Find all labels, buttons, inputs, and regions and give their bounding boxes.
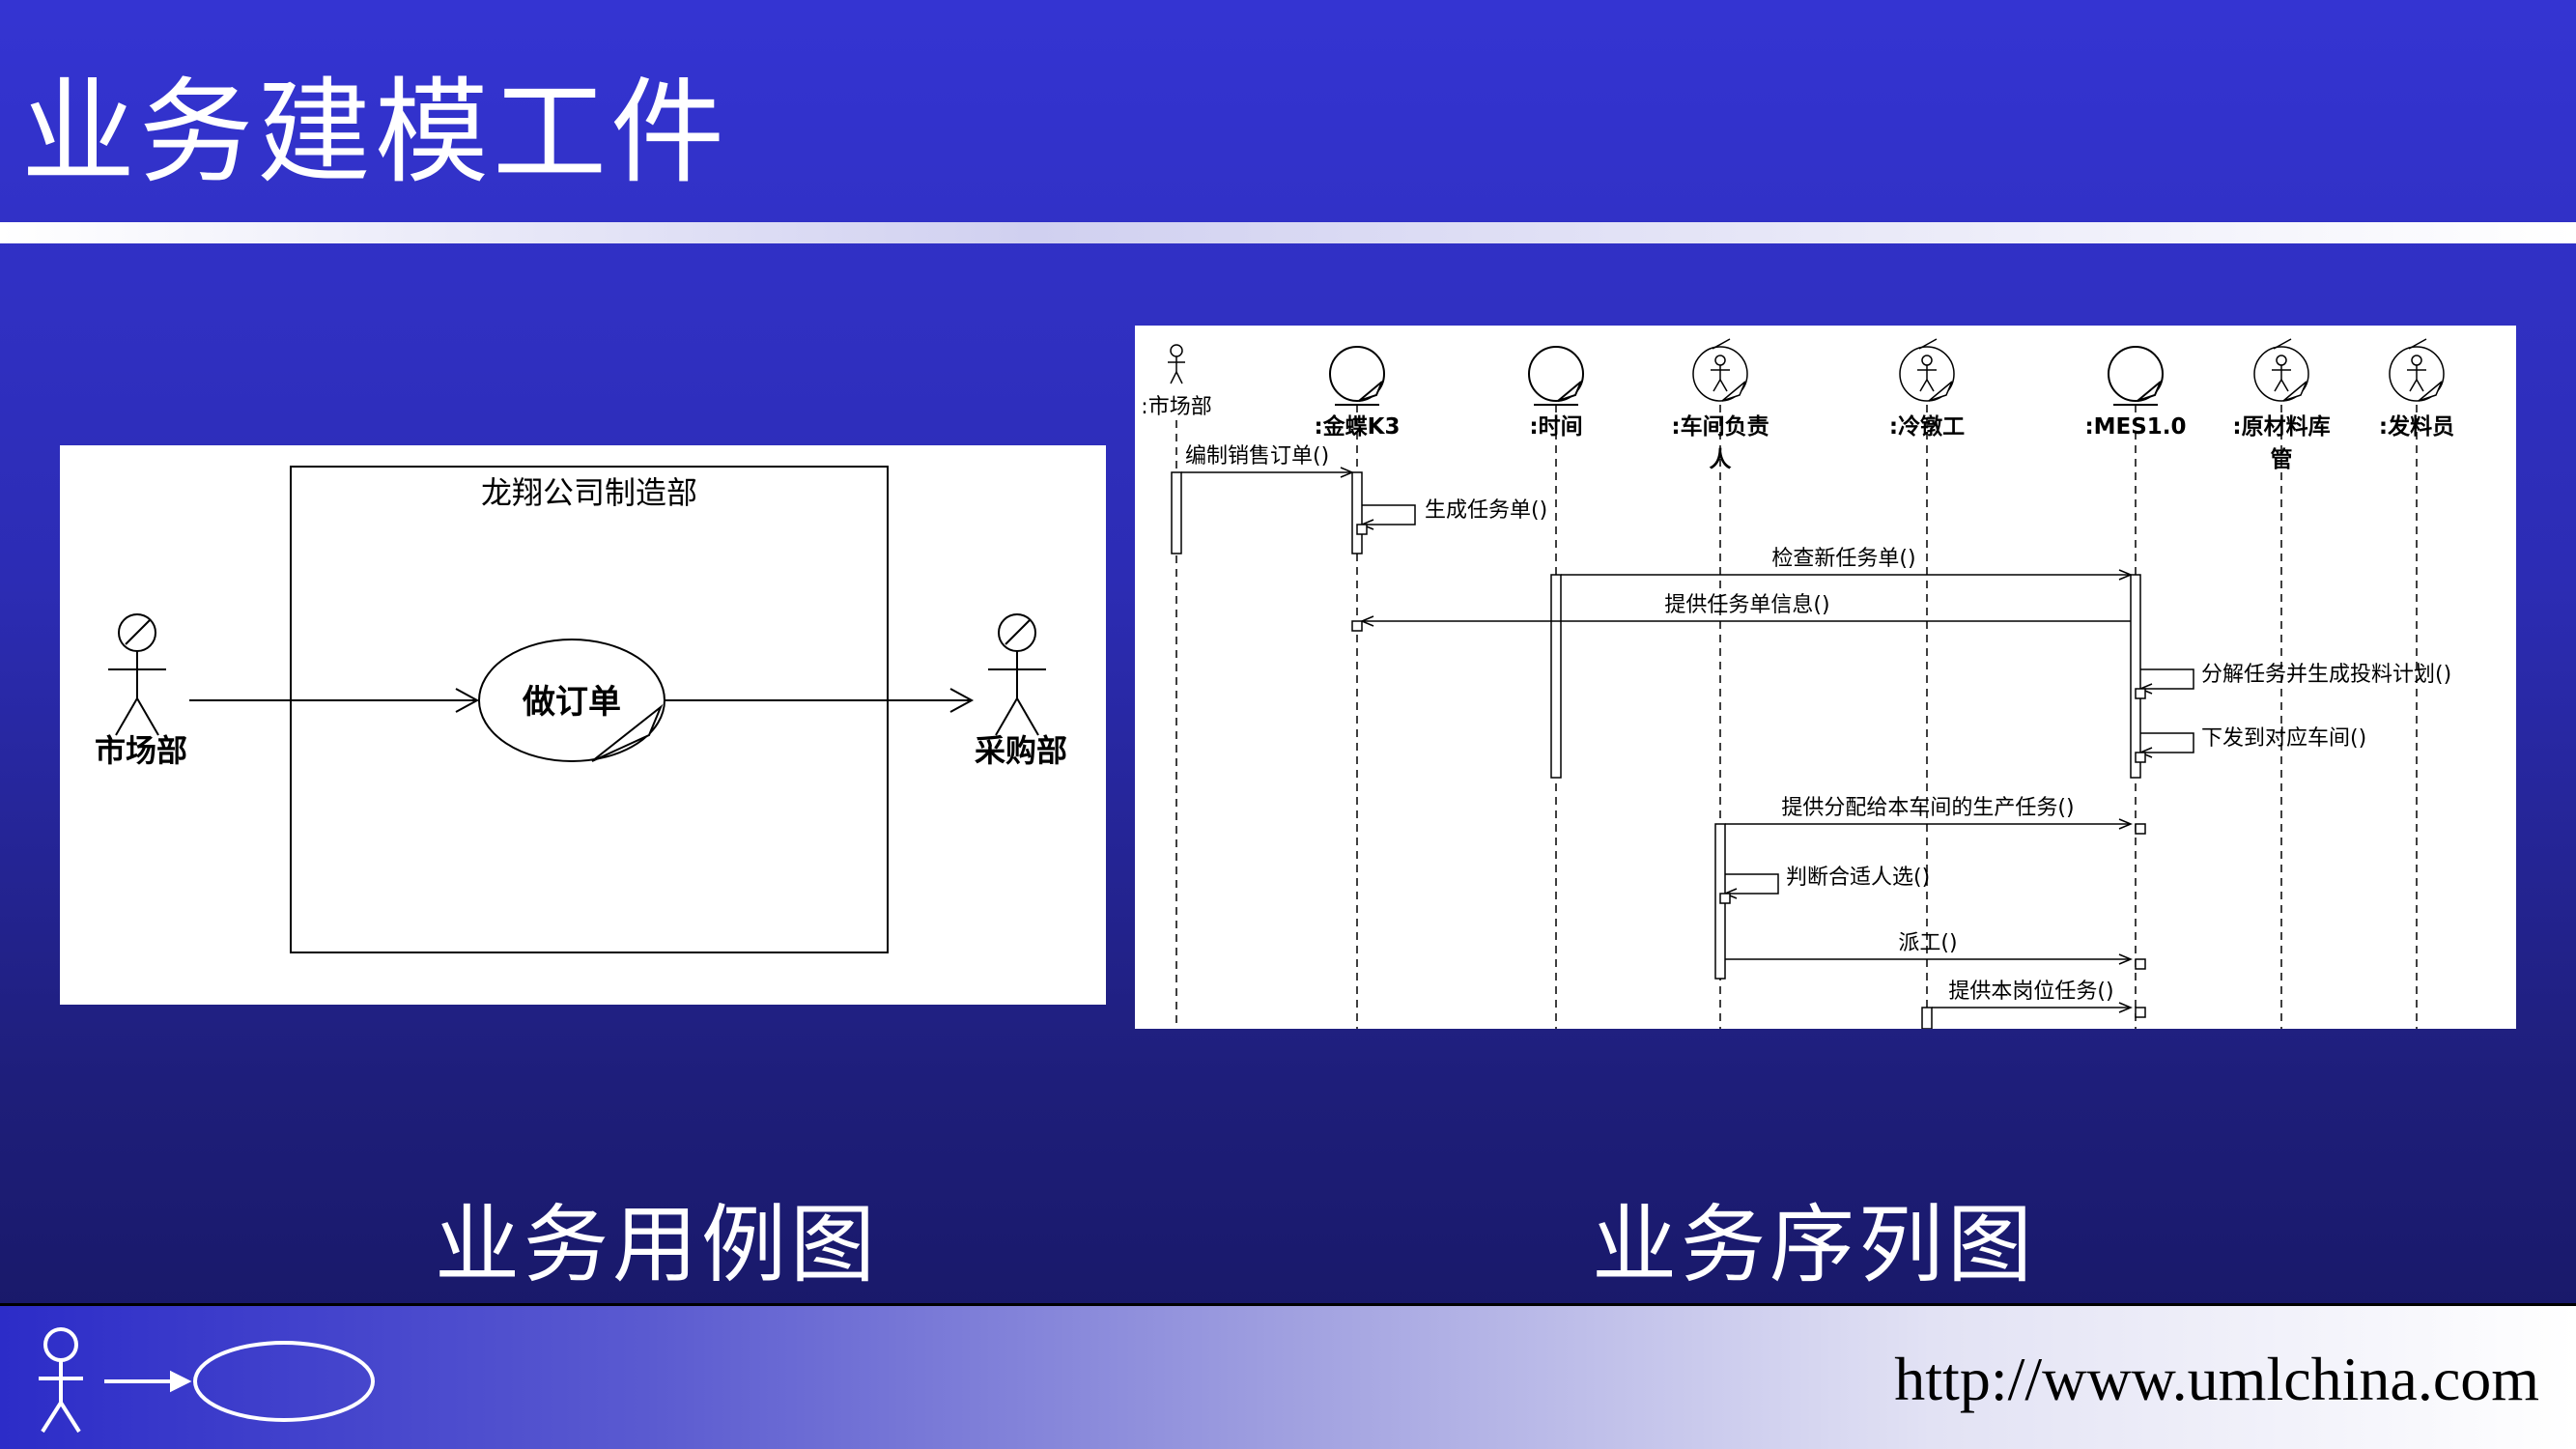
use-case-ellipse — [478, 639, 665, 762]
arrow-icon — [2118, 818, 2133, 830]
return-box — [1356, 524, 1368, 535]
entity-icon — [1528, 346, 1584, 406]
sequence-diagram-canvas: :市场部 :金蝶K3 :时间 :车间负责人 :冷镦工 :MES1.0 :原材料库… — [1141, 338, 2454, 1029]
entity-icon — [1329, 346, 1385, 406]
footer-bar: http://www.umlchina.com — [0, 1303, 2576, 1449]
message-label: 编制销售订单() — [1185, 444, 1329, 469]
use-case-diagram-canvas: 龙翔公司制造部 市场部 采购部 做订单 — [95, 466, 1067, 953]
lifeline-label-workshop-head-box: :车间负责人 — [1671, 414, 1769, 472]
worker-icon — [1692, 338, 1748, 402]
activation-bar-market — [1171, 471, 1182, 554]
message-label: 提供本岗位任务() — [1948, 980, 2113, 1004]
lifeline-label-material-keeper: :原材料库管 — [2232, 414, 2331, 472]
actor-label-market: 市场部 — [95, 732, 187, 769]
sequence-diagram: :市场部 :金蝶K3 :时间 :车间负责人 :冷镦工 :MES1.0 :原材料库… — [1135, 326, 2516, 1029]
use-case-label: 做订单 — [522, 683, 621, 722]
worker-icon — [2253, 338, 2309, 402]
message-label: 检查新任务单() — [1771, 547, 1915, 571]
return-box — [2135, 823, 2146, 835]
lifeline-label-cold-header: :冷镦工 — [1889, 413, 1965, 440]
system-boundary — [290, 466, 889, 953]
lifeline-label-workshop-head: :车间负责人 — [1671, 414, 1769, 472]
arrow-icon — [949, 688, 975, 713]
lifeline-label-market: :市场部 — [1141, 395, 1211, 419]
activation-bar-mes — [2130, 574, 2141, 779]
activation-bar-kingdee — [1351, 471, 1363, 554]
ellipse-icon — [193, 1341, 375, 1422]
arrow-icon — [2118, 953, 2133, 965]
actor-icon — [39, 1327, 83, 1434]
self-message-line — [2140, 732, 2194, 753]
footer-url[interactable]: http://www.umlchina.com — [1894, 1345, 2539, 1413]
arrow-icon — [104, 1370, 192, 1393]
return-box — [1719, 893, 1731, 904]
slide-title: 业务建模工件 — [21, 66, 729, 199]
self-message-line — [1725, 873, 1779, 895]
lifeline-label-issuer: :发料员 — [2379, 413, 2454, 440]
use-case-diagram: 龙翔公司制造部 市场部 采购部 做订单 — [60, 445, 1106, 1005]
worker-icon — [1899, 338, 1955, 402]
activation-bar-cold-header — [1921, 1007, 1933, 1029]
message-label: 提供分配给本车间的生产任务() — [1781, 796, 2074, 820]
message-label: 判断合适人选() — [1786, 866, 1930, 890]
actor-icon — [108, 613, 166, 736]
caption-use-case-diagram: 业务用例图 — [435, 1195, 880, 1294]
title-divider — [0, 222, 2576, 243]
caption-sequence-diagram: 业务序列图 — [1592, 1195, 2037, 1294]
lifeline-label-mes: :MES1.0 — [2084, 414, 2186, 440]
actor-icon — [1168, 344, 1185, 384]
lifeline-label-time: :时间 — [1529, 414, 1582, 440]
message-label: 下发到对应车间() — [2201, 726, 2366, 751]
return-box — [1351, 620, 1363, 632]
activation-bar-time — [1550, 574, 1562, 779]
message-label: 提供任务单信息() — [1664, 593, 1829, 617]
actor-label-purchase: 采购部 — [975, 732, 1067, 769]
return-box — [2135, 958, 2146, 970]
return-box — [2135, 752, 2146, 763]
footer-logo — [39, 1327, 375, 1434]
return-box — [2135, 688, 2146, 699]
worker-icon — [2389, 338, 2445, 402]
lifeline-label-material-keeper-box: :原材料库管 — [2232, 414, 2331, 472]
system-boundary-label: 龙翔公司制造部 — [481, 474, 697, 511]
arrow-icon — [1340, 467, 1354, 478]
business-use-case-mark — [591, 703, 664, 762]
self-message-line — [2140, 668, 2194, 690]
arrow-icon — [2118, 569, 2133, 581]
message-label: 分解任务并生成投料计划() — [2201, 663, 2451, 687]
message-label: 生成任务单() — [1425, 498, 1547, 523]
arrow-icon — [2118, 1002, 2133, 1013]
self-message-line — [1362, 504, 1416, 526]
arrow-icon — [455, 688, 480, 713]
entity-icon — [2108, 346, 2164, 406]
lifeline-label-kingdee: :金蝶K3 — [1314, 413, 1400, 440]
return-box — [2135, 1007, 2146, 1018]
message-label: 派工() — [1898, 931, 1957, 955]
actor-icon — [988, 613, 1046, 736]
